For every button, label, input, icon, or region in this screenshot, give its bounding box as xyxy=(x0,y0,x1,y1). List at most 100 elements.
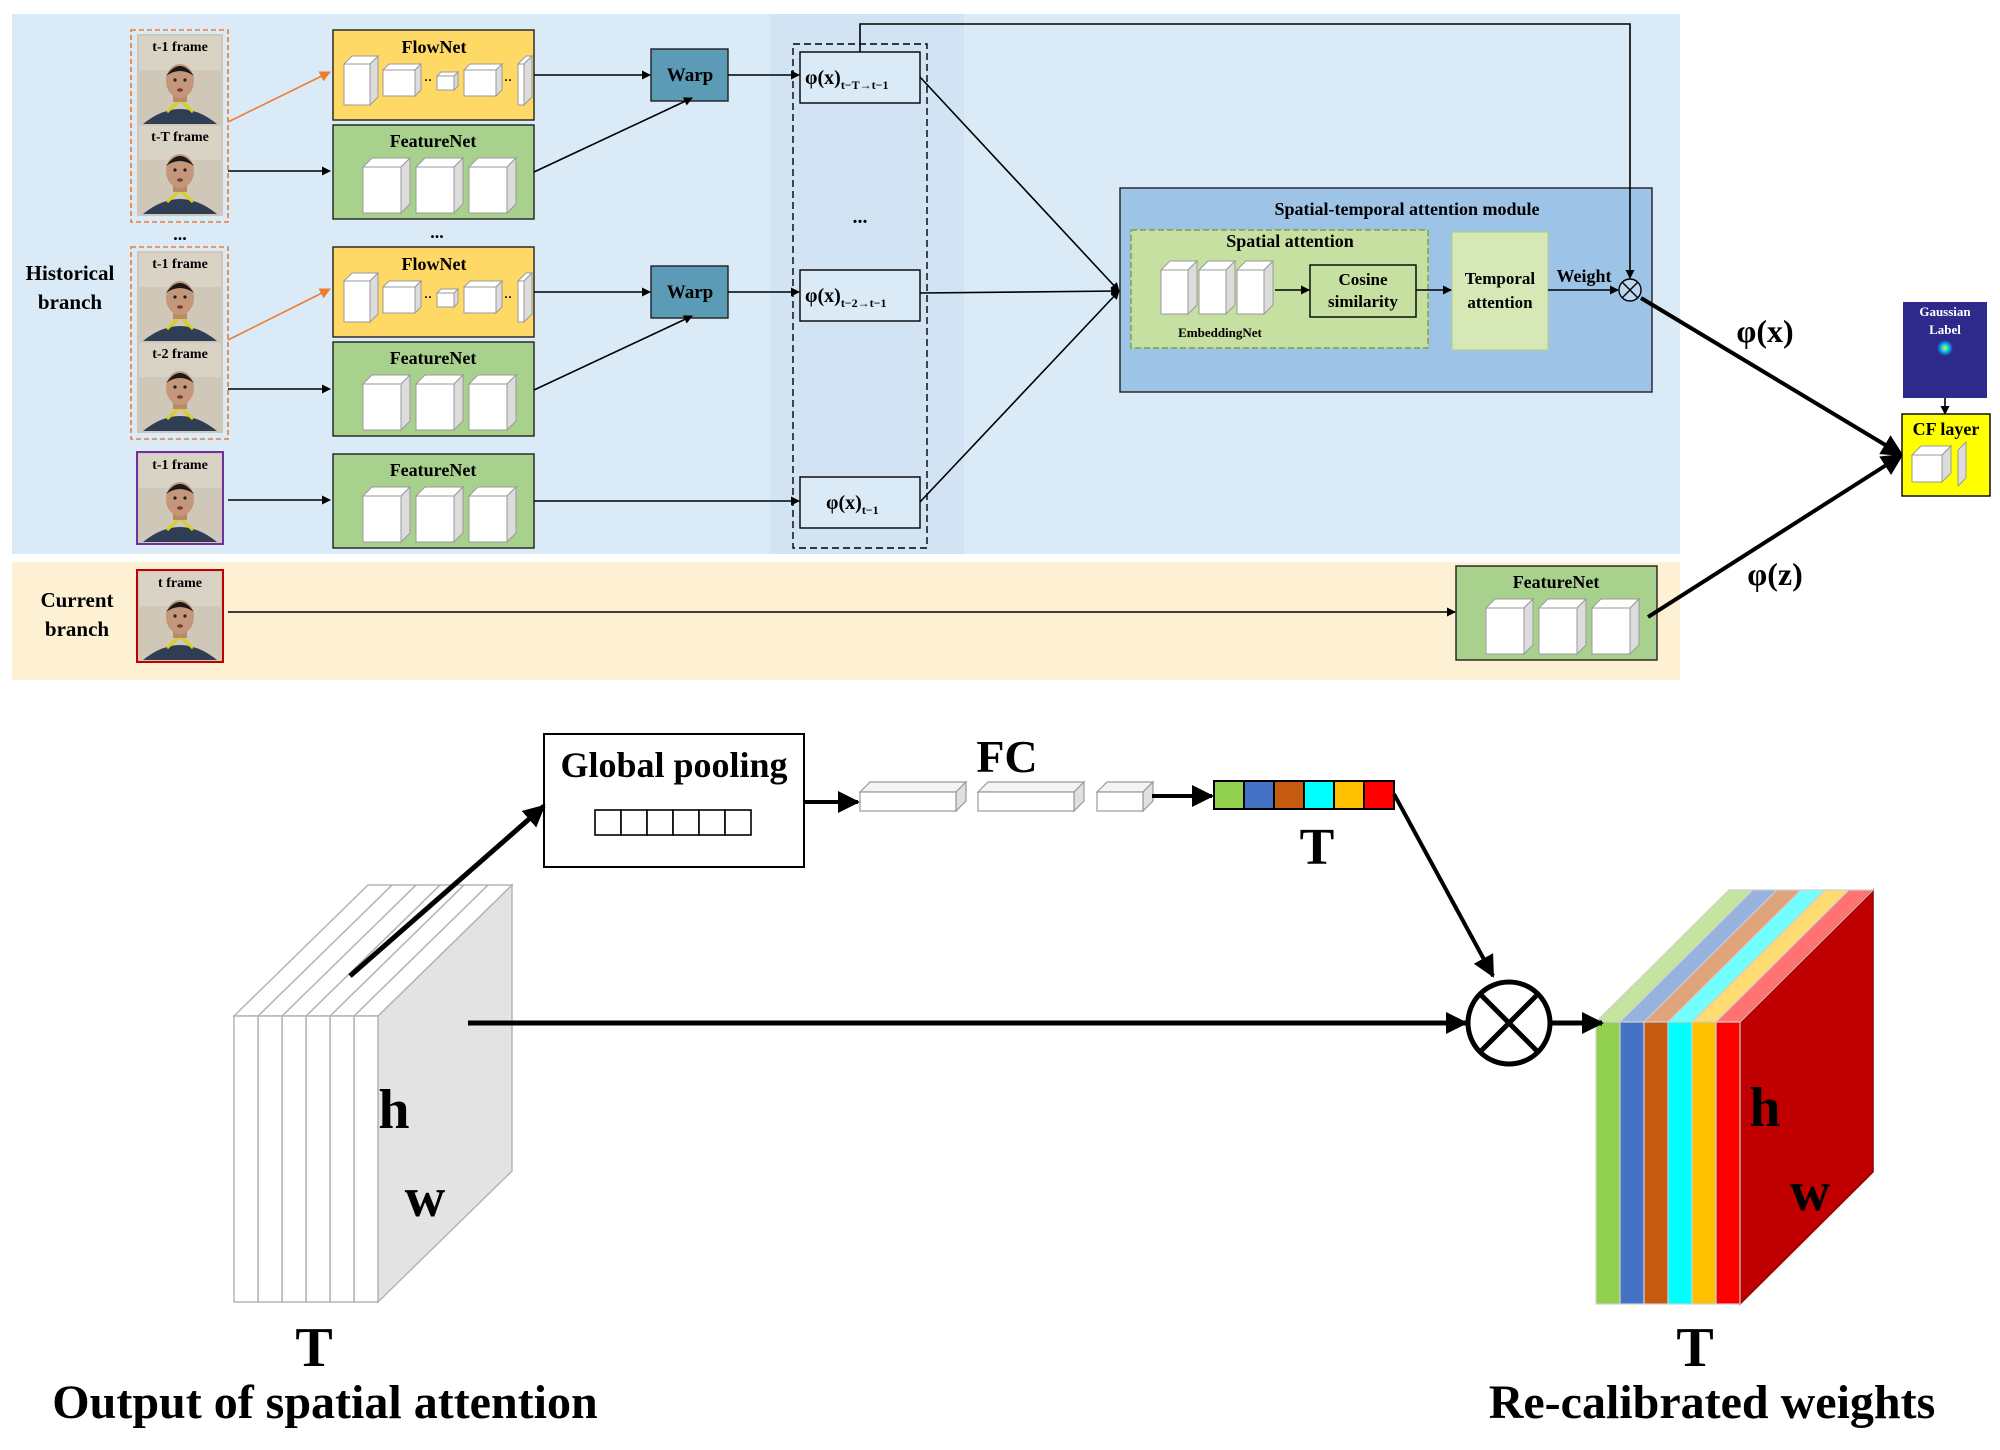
flownet-decoder-layer-1 xyxy=(462,62,504,98)
featurenet-label-2: FeatureNet xyxy=(390,348,477,368)
global-pooling-box xyxy=(543,733,805,868)
warp-label-2: Warp xyxy=(667,282,713,303)
weight-vector-T-label: T xyxy=(1300,819,1335,876)
featurenet-layer-1 xyxy=(361,156,412,215)
flownet-bottleneck-layer xyxy=(435,287,460,309)
featurenet-label-3: FeatureNet xyxy=(390,460,477,480)
embeddingnet-layer-2 xyxy=(1197,259,1237,316)
pooling-cell-1 xyxy=(594,809,622,836)
recalibrated-weights-block xyxy=(1594,888,1875,1306)
pooling-cell-2 xyxy=(620,809,648,836)
recalibrated-weights-caption: Re-calibrated weights xyxy=(1489,1376,1936,1429)
phi-warped-tT-box xyxy=(799,51,921,104)
frame-thumbnail-current-t: t frame xyxy=(136,569,224,663)
weight-cell-1 xyxy=(1213,780,1245,810)
fc-layer-1 xyxy=(858,780,968,813)
frame-thumbnail-group1-t1: t-1 frame xyxy=(137,34,223,126)
global-pooling-vector xyxy=(594,809,752,836)
cosine-similarity-label-line1: Cosine xyxy=(1338,270,1388,289)
block-to-pooling-arrow xyxy=(348,804,546,978)
attention-module-title: Spatial-temporal attention module xyxy=(1275,199,1540,219)
gaussian-label-line2: Label xyxy=(1929,322,1961,337)
right-block-T-label: T xyxy=(1676,1317,1713,1379)
top-connectors xyxy=(227,23,1950,617)
left-block-slice-2 xyxy=(257,1015,283,1303)
flownet-label-2: FlowNet xyxy=(402,254,467,274)
cf-layer-filter-slab xyxy=(1957,440,1967,488)
left-block-slice-5 xyxy=(329,1015,355,1303)
featurenet-block-2: FeatureNet xyxy=(332,341,535,437)
vector-to-multiply-arrow xyxy=(1392,793,1495,978)
flownet-encoder-layer-1 xyxy=(342,54,380,107)
frame-label-group2-t1: t-1 frame xyxy=(152,257,208,272)
phi-x-arrow xyxy=(1639,296,1904,457)
cf-layer-feature-cube xyxy=(1910,444,1953,484)
featurenet-layer-3 xyxy=(467,373,518,432)
temporal-weight-vector xyxy=(1213,780,1395,810)
current-branch-label-line1: Current xyxy=(40,588,113,612)
fc-layer-2 xyxy=(976,780,1086,813)
phi-t1-label: φ(x)t−1 xyxy=(826,492,879,517)
frame-label-group1-t1: t-1 frame xyxy=(152,40,208,55)
embeddingnet-layer-3 xyxy=(1235,259,1275,316)
gaussian-peak-icon xyxy=(1937,340,1953,356)
temporal-attention-label-line1: Temporal xyxy=(1465,269,1535,288)
weight-cell-5 xyxy=(1333,780,1365,810)
output-of-spatial-attention-caption: Output of spatial attention xyxy=(52,1376,597,1429)
phi-x-label: φ(x) xyxy=(1736,313,1793,349)
cosine-similarity-label-line2: similarity xyxy=(1328,292,1398,311)
flownet-block-1: FlowNet···· xyxy=(332,29,535,121)
pooling-cell-6 xyxy=(724,809,752,836)
left-block-h-label: h xyxy=(378,1079,409,1141)
flow-input-arrow-1 xyxy=(227,71,331,123)
frame-group-1-border xyxy=(130,29,229,223)
flownet-dots-right: ·· xyxy=(504,290,512,304)
featurenet-block-1: FeatureNet xyxy=(332,124,535,220)
flownet-block-2: FlowNet ·· ·· xyxy=(332,246,535,338)
frame-label-group1-tT: t-T frame xyxy=(151,130,209,145)
flownet-bottleneck-layer xyxy=(435,70,460,92)
featurenet-block-4: FeatureNet xyxy=(1455,565,1658,661)
temporal-attention-box xyxy=(1451,231,1549,351)
weight-cell-4 xyxy=(1303,780,1335,810)
right-block-h-label: h xyxy=(1749,1077,1780,1139)
spatial-attention-output-block xyxy=(232,883,514,1304)
phi-z-arrow xyxy=(1646,453,1904,619)
phi-warped-t2-box xyxy=(799,269,921,322)
pooling-cell-5 xyxy=(698,809,726,836)
flownet-encoder-layer-2 xyxy=(381,62,423,98)
featurenet-layer-3 xyxy=(467,156,518,215)
featurenet-label-1: FeatureNet xyxy=(390,131,477,151)
top-multiply-circle-icon xyxy=(1618,278,1642,302)
flownet-decoder-layer-2 xyxy=(516,271,534,324)
flownet-dots-left: ·· xyxy=(424,290,432,304)
cf-layer-cube xyxy=(1910,440,1967,488)
frame-label-single-t1: t-1 frame xyxy=(152,458,208,473)
frame-thumbnail-group2-t1: t-1 frame xyxy=(137,251,223,343)
weight-cell-6 xyxy=(1363,780,1395,810)
left-block-slice-1 xyxy=(233,1015,259,1303)
historical-branch-label-line2: branch xyxy=(38,290,103,314)
bottom-multiply-circle-icon xyxy=(1465,979,1553,1067)
fc-layer-3 xyxy=(1095,780,1155,813)
featurenet-rows-ellipsis: ... xyxy=(430,222,444,242)
phi-t1-box xyxy=(799,476,921,529)
phi2-to-attention xyxy=(919,286,1120,296)
phi1-to-attention xyxy=(919,76,1120,292)
phi-middle-ellipsis: ... xyxy=(853,206,868,228)
weight-cell-2 xyxy=(1243,780,1275,810)
gaussian-label-line1: Gaussian xyxy=(1919,304,1971,319)
embeddingnet-layers xyxy=(1159,259,1275,316)
left-block-slice-6 xyxy=(353,1015,379,1303)
left-block-slice-4 xyxy=(305,1015,331,1303)
warp-block-2: Warp xyxy=(650,265,729,319)
skip-connection-to-multiply xyxy=(859,23,1635,279)
frame-label-current-t: t frame xyxy=(158,576,202,591)
weight-label: Weight xyxy=(1556,266,1611,286)
featurenet-layer-3 xyxy=(467,485,518,544)
right-block-slice-3 xyxy=(1643,1021,1669,1305)
right-block-slice-5 xyxy=(1691,1021,1717,1305)
left-block-slice-3 xyxy=(281,1015,307,1303)
frame-thumbnail-group1-tT: t-T frame xyxy=(137,124,223,216)
